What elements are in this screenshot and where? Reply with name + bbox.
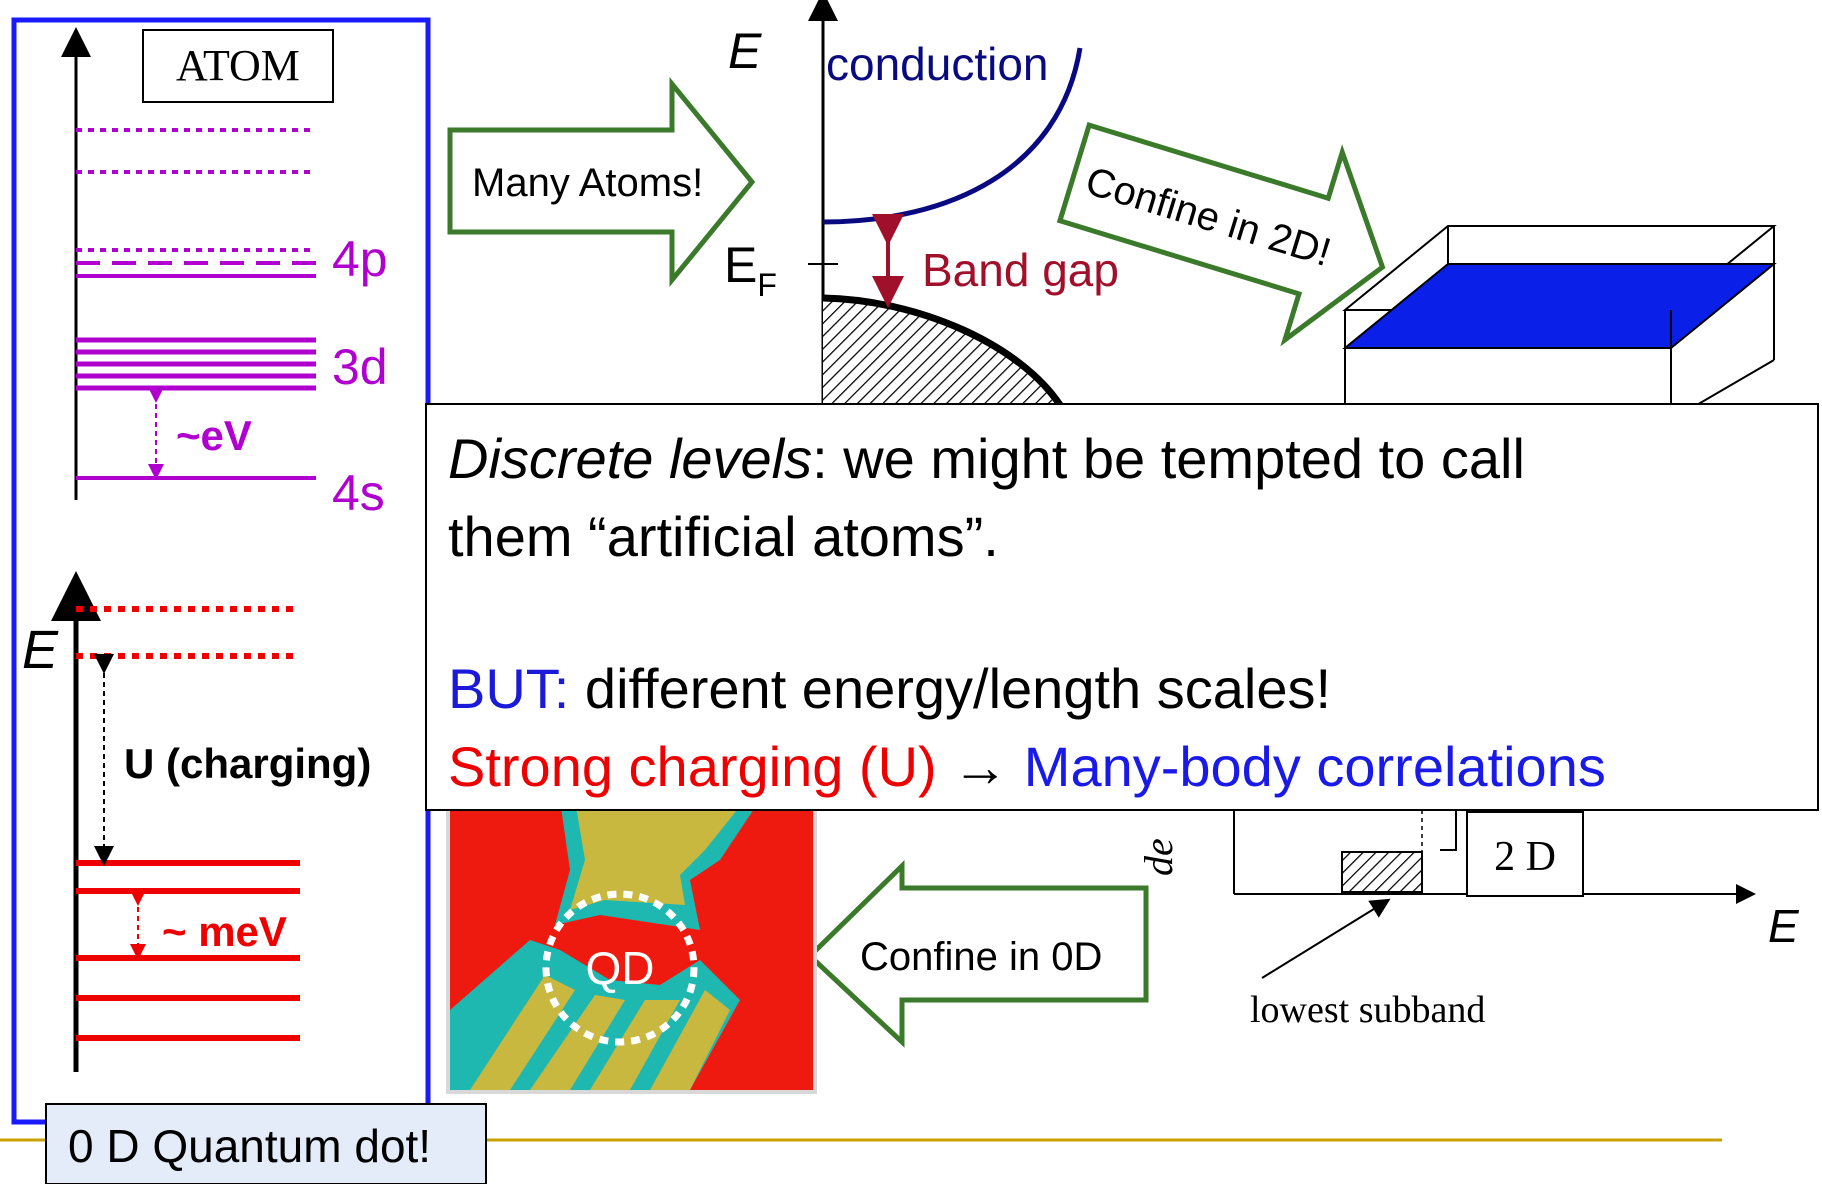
conduction-label: conduction: [826, 38, 1049, 90]
quantum-well-box: [1342, 225, 1777, 421]
atom-box-label: ATOM: [176, 41, 300, 90]
atom-levels: [76, 128, 316, 480]
qd-label: QD: [586, 942, 655, 994]
level-4p-label: 4p: [332, 231, 388, 287]
callout-line-4-blue: Many-body correlations: [1024, 735, 1606, 798]
band-gap-label: Band gap: [922, 244, 1119, 296]
callout-box: [425, 403, 1819, 811]
band-energy-axis-label: E: [728, 23, 762, 79]
dos-leader: [1440, 810, 1457, 851]
subband-annotation: lowest subband: [1250, 989, 1485, 1031]
dos-dimension-box: [1466, 811, 1584, 897]
level-3d-label: 3d: [332, 339, 388, 395]
callout-line-3-but: BUT:: [448, 657, 569, 720]
dos-y-label: de: [1136, 838, 1181, 876]
fermi-symbol: E: [724, 237, 757, 293]
level-4s-label: 4s: [332, 465, 385, 521]
valence-band-fill: [823, 298, 1060, 405]
dot-levels: [76, 606, 300, 1041]
valence-band-edge: [822, 294, 1063, 407]
atom-box: ATOM: [142, 29, 334, 103]
callout-line-1-italic: Discrete levels: [448, 427, 812, 490]
callout-line-4: Strong charging (U) → Many-body correlat…: [448, 735, 1606, 798]
footer-box: [45, 1103, 487, 1184]
fermi-subscript: F: [757, 267, 777, 303]
dot-energy-axis-label: E: [22, 620, 59, 680]
subband-pointer: [1261, 898, 1391, 979]
confine-0d-arrow: [806, 860, 1149, 1048]
callout-line-4-arrow: →: [937, 735, 1024, 798]
dos-dimension-label: 2 D: [1494, 834, 1556, 880]
confine-0d-label: Confine in 0D: [860, 935, 1102, 979]
callout-line-3-rest: different energy/length scales!: [569, 657, 1331, 720]
dos-x-axis-label: E: [1768, 900, 1800, 952]
many-atoms-arrow: [447, 76, 756, 288]
charging-label: U (charging): [124, 740, 371, 787]
callout-line-4-red: Strong charging (U): [448, 735, 937, 798]
qd-outline: [542, 890, 698, 1046]
callout-line-1-rest: : we might be tempted to call: [812, 427, 1525, 490]
qd-image: QD: [446, 796, 817, 1094]
atom-gap-label: ~eV: [176, 412, 252, 459]
fermi-label: EF: [724, 237, 777, 303]
many-atoms-label: Many Atoms!: [472, 161, 703, 205]
confine-2d-arrow: Confine in 2D!: [1056, 122, 1386, 347]
dos-step: [1341, 851, 1423, 893]
footer-label: 0 D Quantum dot!: [68, 1120, 431, 1172]
callout-line-1: Discrete levels: we might be tempted to …: [448, 427, 1525, 490]
spacing-label: ~ meV: [162, 908, 287, 955]
callout-line-3: BUT: different energy/length scales!: [448, 657, 1331, 720]
callout-line-2: them “artificial atoms”.: [448, 505, 999, 568]
